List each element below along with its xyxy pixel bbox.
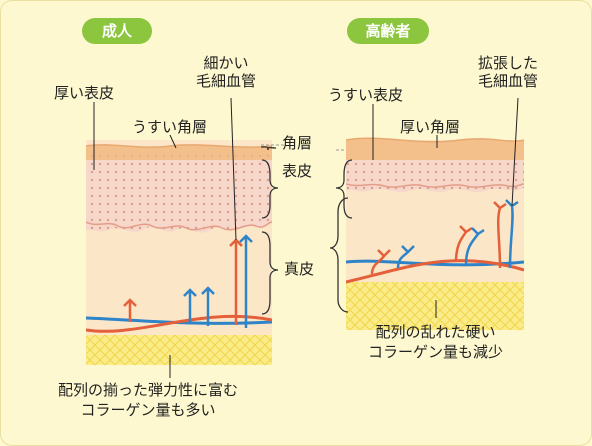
elderly-capillary-b [493,201,507,269]
stratum-corneum-label: 角層 [282,134,313,152]
thin-stratum-corneum-label: うすい角層 [132,118,208,136]
adult-badge: 成人 [82,18,152,44]
dilated-capillary-label: 拡張した 毛細血管 [478,54,539,90]
elderly-skin-section [346,137,524,330]
elderly-stratum-corneum [346,138,524,160]
elderly-capillary-a [454,225,473,263]
thick-epidermis-label: 厚い表皮 [54,84,115,102]
adult-capillary-blue [239,234,253,328]
center-braces [260,146,353,315]
adult-skin-section [86,140,272,365]
elderly-badge: 高齢者 [347,18,429,44]
thick-stratum-corneum-label: 厚い角層 [400,118,461,136]
elderly-collagen-label: 配列の乱れた硬い コラーゲン量も減少 [368,323,504,362]
elderly-artery [346,259,524,284]
capillary-label: 細かい 毛細血管 [196,54,257,90]
adult-collagen-label: 配列の揃った弾力性に富む コラーゲン量も多い [58,381,239,420]
thin-epidermis-label: うすい表皮 [328,86,404,104]
dermis-label: 真皮 [284,260,315,278]
epidermis-label: 表皮 [282,162,313,180]
